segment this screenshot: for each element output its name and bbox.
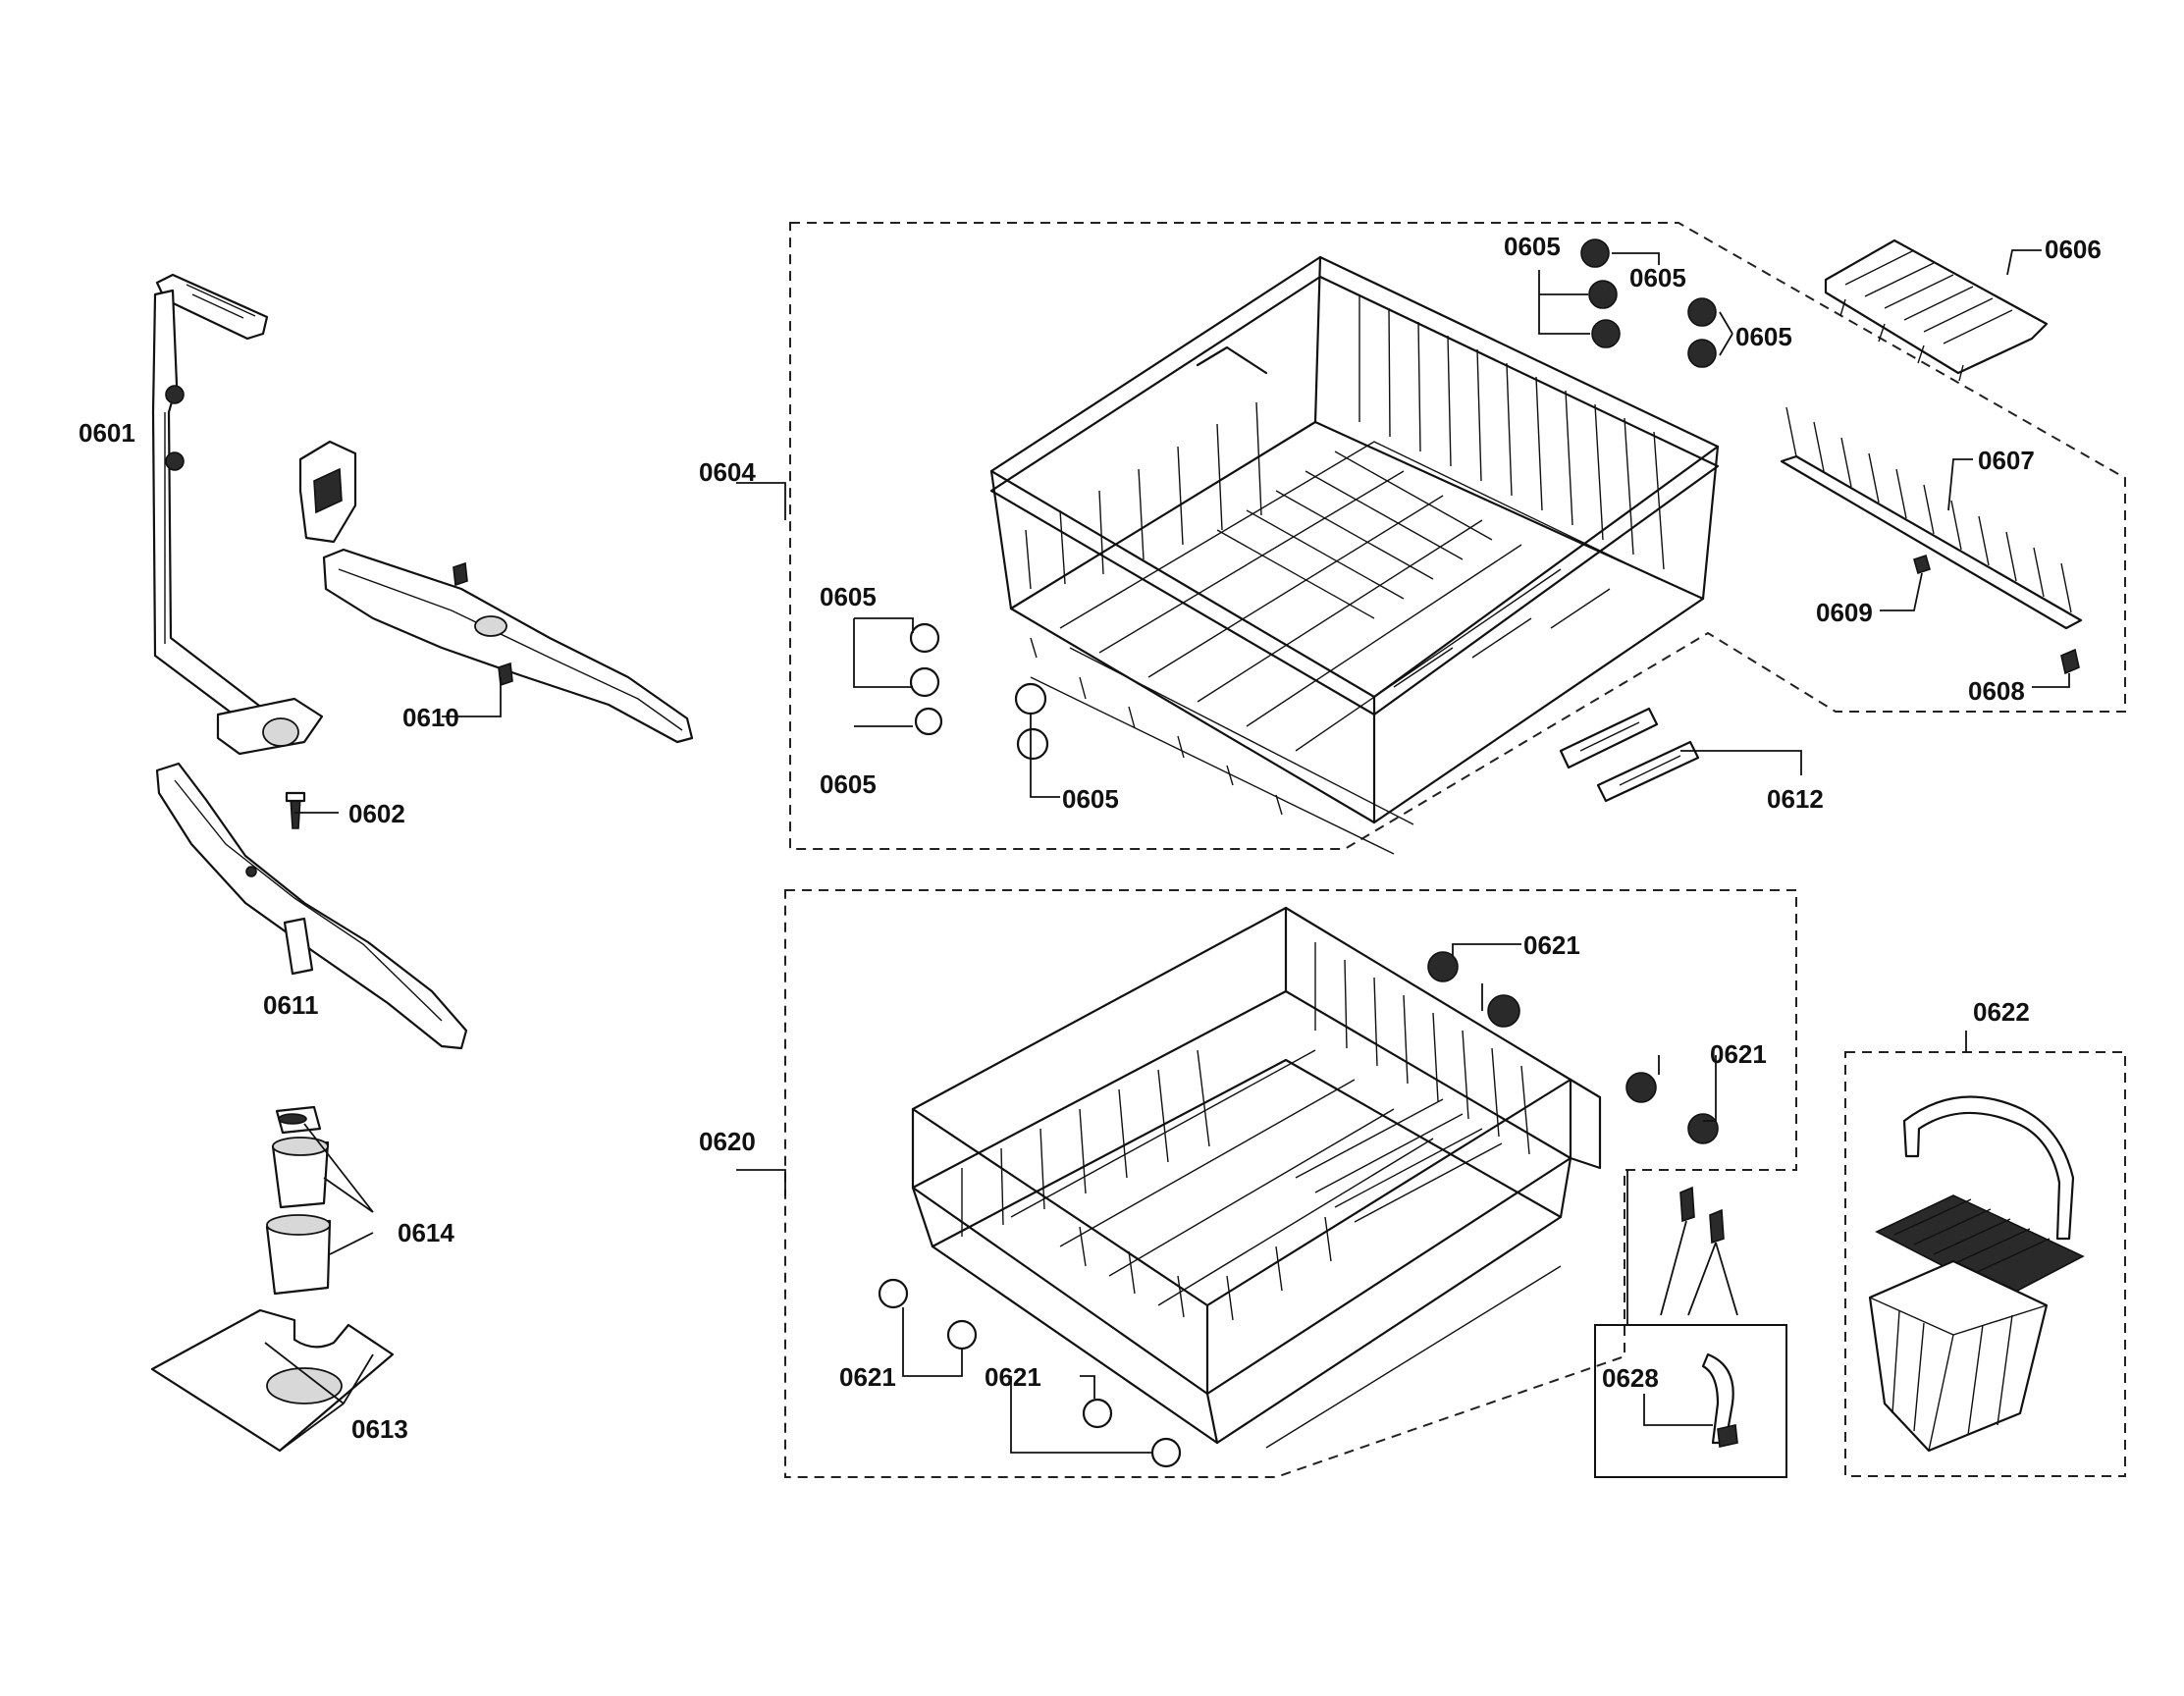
label-0607: 0607 — [1978, 446, 2035, 475]
label-0605-left-top: 0605 — [820, 582, 877, 611]
tine-row-0607 — [1780, 406, 2083, 630]
rack-clip-group-outline — [1594, 1324, 1787, 1478]
label-0620: 0620 — [699, 1127, 756, 1156]
part-number-labels: 0601 0602 0604 0605 0605 0605 0605 0605 … — [79, 232, 2102, 1444]
screw-0602 — [285, 791, 306, 829]
micro-filter-plate-0613 — [150, 1308, 395, 1453]
upper-rack-group-outline — [789, 222, 2126, 850]
lower-rack-wheels-0621 — [878, 951, 1719, 1468]
cup-shelf-0606 — [1824, 238, 2049, 382]
filter-assembly-0614 — [265, 1105, 332, 1296]
lower-dish-rack-0620 — [911, 906, 1602, 1449]
cutlery-basket-0622 — [1868, 1095, 2085, 1453]
clip-0609 — [1913, 554, 1931, 575]
group-outlines — [784, 222, 2126, 1478]
label-0621-right: 0621 — [1710, 1039, 1767, 1069]
label-0609: 0609 — [1816, 598, 1873, 627]
rack-clips-0628 — [1679, 1186, 1738, 1448]
clip-0608 — [2060, 648, 2080, 675]
leader-lines — [264, 249, 2070, 1454]
label-0605-top-mid: 0605 — [1629, 263, 1686, 292]
label-0602: 0602 — [348, 799, 405, 828]
label-0621-front-left: 0621 — [839, 1362, 896, 1392]
label-0605-left-bottom: 0605 — [820, 769, 877, 799]
cutlery-basket-group-outline — [1844, 1051, 2126, 1477]
rack-rollers-0605 — [909, 238, 1717, 761]
label-0622: 0622 — [1973, 997, 2030, 1027]
label-0608: 0608 — [1968, 676, 2025, 706]
rack-adjuster-0612 — [1559, 707, 1700, 803]
label-0605-top-left: 0605 — [1504, 232, 1561, 261]
spray-supply-tube-0601 — [151, 273, 324, 756]
label-0601: 0601 — [79, 418, 135, 448]
label-0613: 0613 — [351, 1414, 408, 1444]
lower-spray-arm-0611 — [155, 762, 468, 1050]
label-0614: 0614 — [398, 1218, 454, 1247]
label-0621-top: 0621 — [1523, 930, 1580, 960]
label-0604: 0604 — [699, 457, 756, 487]
label-0612: 0612 — [1767, 784, 1824, 814]
label-0605-top-right: 0605 — [1735, 322, 1792, 351]
label-0605-front: 0605 — [1062, 784, 1119, 814]
label-0611: 0611 — [263, 990, 318, 1020]
label-0628: 0628 — [1602, 1363, 1659, 1393]
label-0610: 0610 — [402, 703, 459, 732]
lower-rack-group-outline — [784, 889, 1797, 1478]
label-0621-front-mid: 0621 — [985, 1362, 1041, 1392]
upper-spray-arm-0610 — [298, 440, 694, 744]
label-0606: 0606 — [2045, 235, 2102, 264]
upper-dish-rack-0604 — [989, 255, 1720, 855]
